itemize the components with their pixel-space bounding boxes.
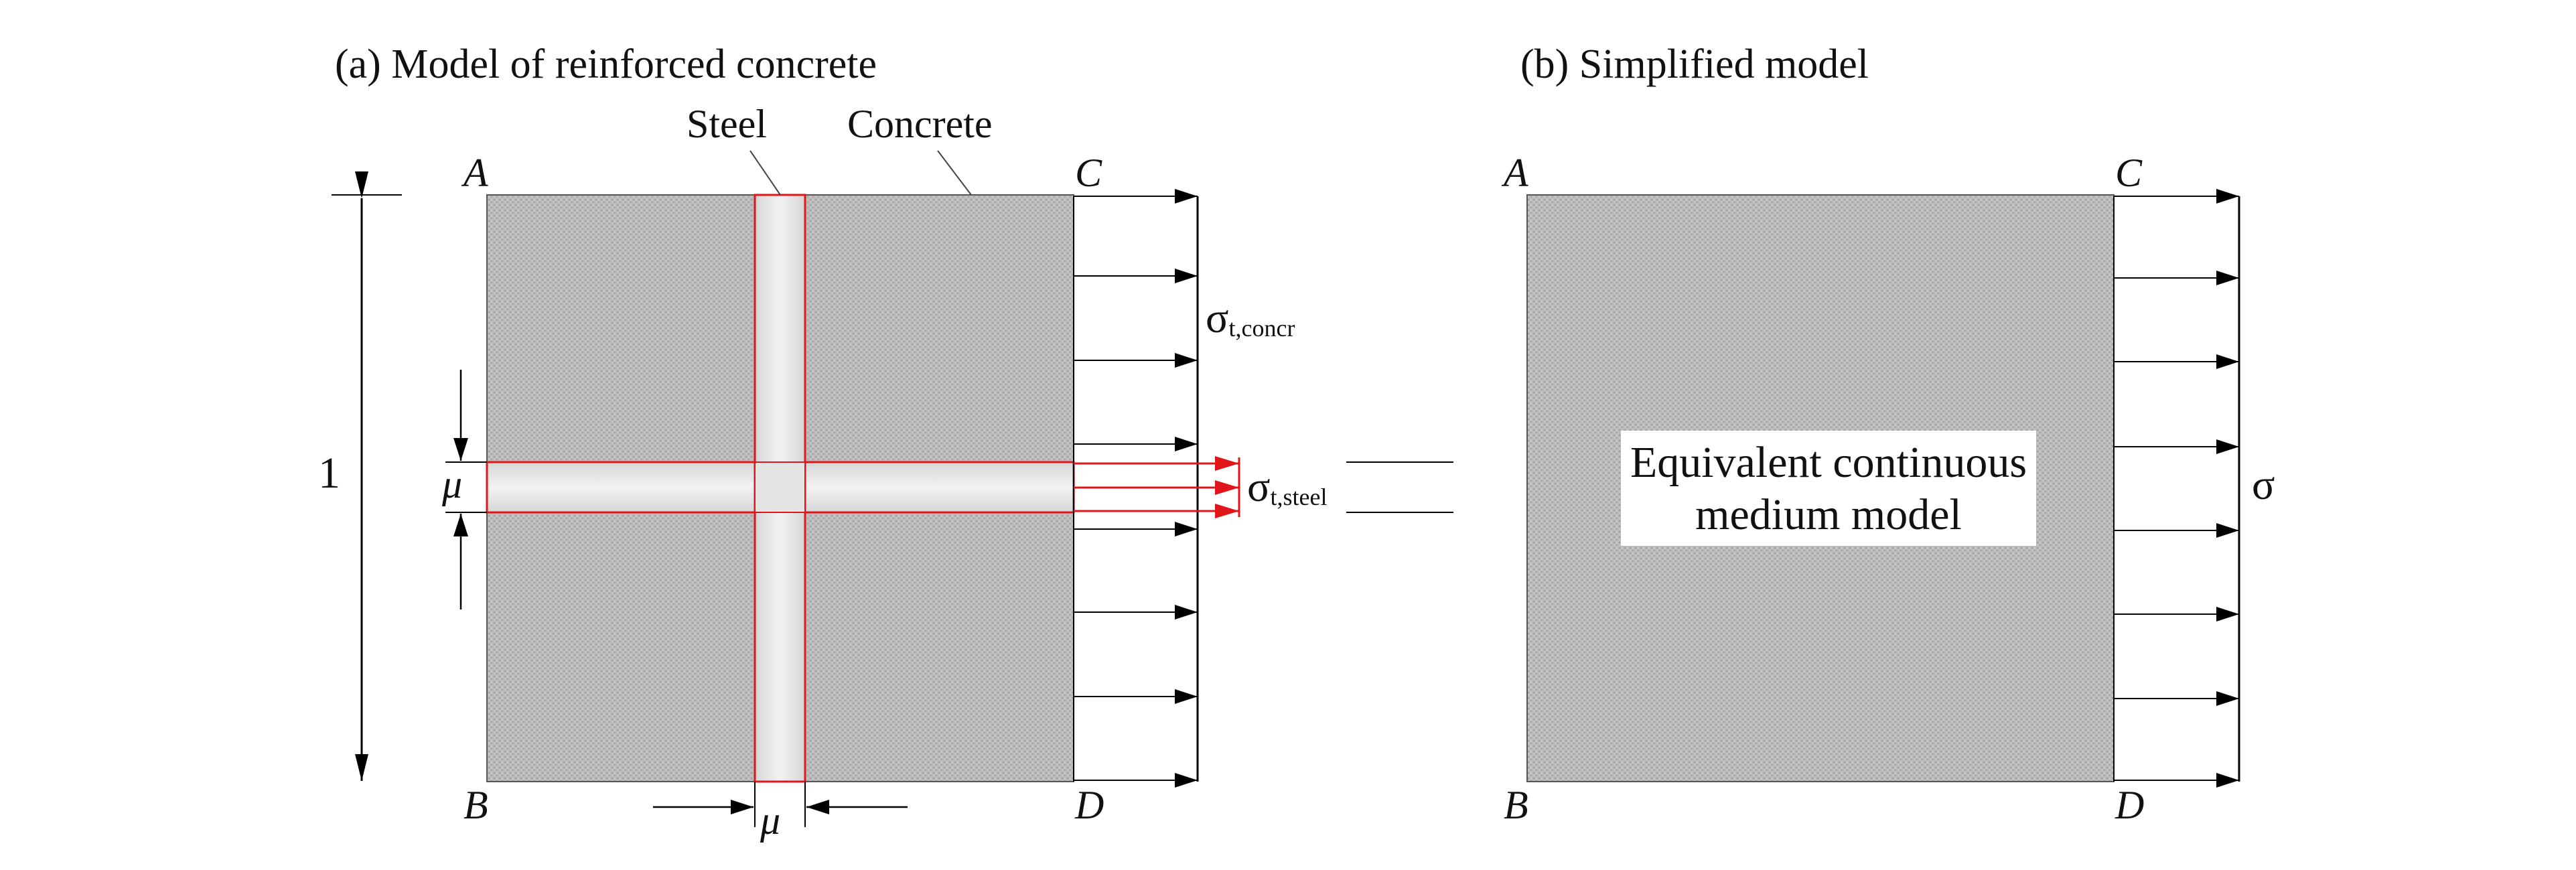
panel-b: (b) Simplified model Equivalent continuo… bbox=[1501, 42, 2275, 827]
sigma-concrete-subscript: t,concr bbox=[1229, 315, 1295, 342]
panel-a: (a) Model of reinforced concrete A C B D… bbox=[318, 42, 1327, 843]
mu-horizontal-label: μ bbox=[760, 798, 780, 843]
steel-stress-arrows bbox=[1074, 456, 1240, 518]
steel-callout-label: Steel bbox=[687, 102, 767, 146]
equivalent-stress-arrows bbox=[2113, 189, 2240, 788]
steel-intersection bbox=[754, 461, 806, 513]
panel-a-title: (a) Model of reinforced concrete bbox=[335, 42, 877, 87]
corner-d-label: D bbox=[1074, 783, 1104, 827]
panel-b-title: (b) Simplified model bbox=[1520, 42, 1869, 87]
corner-b-label-b: B bbox=[1504, 783, 1528, 827]
sigma-concrete-label: σt,concr bbox=[1206, 294, 1295, 342]
sigma-equivalent-label: σ bbox=[2252, 461, 2275, 508]
sigma-steel-symbol: σ bbox=[1247, 463, 1271, 510]
corner-d-label-b: D bbox=[2115, 783, 2144, 827]
sigma-steel-label: σt,steel bbox=[1247, 463, 1327, 510]
steel-leader-line bbox=[749, 150, 781, 196]
concrete-callout-label: Concrete bbox=[847, 102, 993, 146]
corner-c-label-b: C bbox=[2115, 151, 2143, 195]
equivalence-sign bbox=[1346, 461, 1453, 513]
mu-vertical-label: μ bbox=[441, 462, 462, 506]
equivalent-label-box bbox=[1621, 431, 2036, 546]
concrete-leader-line bbox=[937, 150, 972, 196]
sigma-steel-subscript: t,steel bbox=[1271, 484, 1328, 510]
unit-length-label: 1 bbox=[318, 449, 340, 498]
equivalent-label-line1: Equivalent continuous bbox=[1630, 438, 2027, 487]
corner-a-label-b: A bbox=[1501, 151, 1528, 195]
corner-a-label: A bbox=[461, 151, 488, 195]
corner-b-label: B bbox=[463, 783, 488, 827]
concrete-stress-arrows bbox=[1073, 189, 1199, 788]
sigma-concrete-symbol: σ bbox=[1206, 294, 1229, 342]
corner-c-label: C bbox=[1075, 151, 1102, 195]
equivalent-label-line2: medium model bbox=[1695, 490, 1962, 539]
